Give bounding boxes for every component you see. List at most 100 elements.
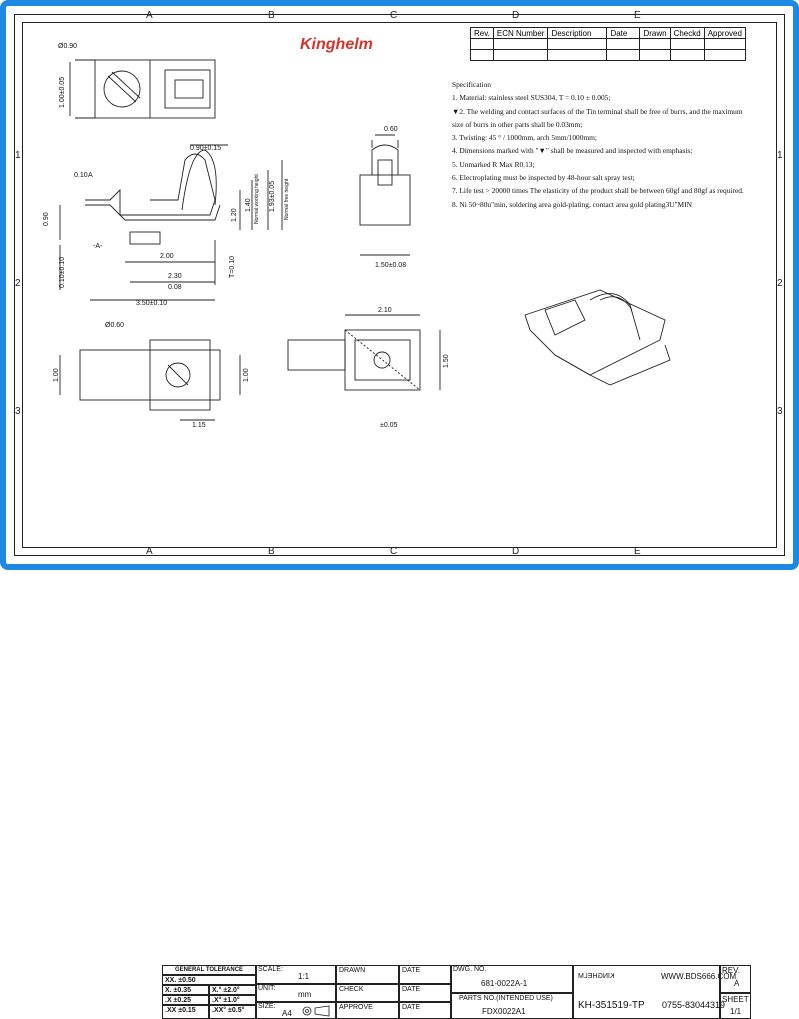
zone-col-c: C [390,10,398,21]
dim-d193: 1.93±0.05 [269,181,276,212]
dim-d120: 1.20 [231,208,238,222]
date-cell-1: DATE [399,965,451,984]
drawing-sheet [14,14,785,556]
zone-row-2: 2 [15,278,21,289]
zone-col-d-bottom: D [512,546,520,557]
dim-d100-left: 1.00 [53,368,60,382]
dim-d090-015: 0.90±0.15 [190,145,221,152]
section-view [287,314,441,391]
rev-value: A [734,979,740,988]
parts-no: FDX0022A1 [482,1007,526,1016]
check-cell: CHECK [336,984,399,1002]
zone-col-d: D [512,10,520,21]
spec-item-1: 1. Material: stainless steel SUS304, T =… [452,93,611,103]
zone-col-e-bottom: E [634,546,641,557]
dim-d140: 1.40 [245,198,252,212]
dim-d105: 1.00±0.05 [59,77,66,108]
dim-datum-label: -A- [93,243,103,250]
dim-d100-right: 1.00 [243,368,250,382]
zone-row-3-right: 3 [777,406,783,417]
dim-d090-left: 0.90 [43,212,50,226]
dim-d350: 3.50±0.10 [136,300,167,307]
end-view [359,134,411,256]
dim-t010: T=0.10 [229,256,236,278]
size-value: A4 [282,1009,292,1018]
isometric-view [524,289,671,386]
dim-d230: 2.30 [168,273,182,280]
revision-header-row: Rev. ECN Number Description Date Drawn C… [470,27,746,39]
phone-number: 0755-83044319 [662,1000,726,1010]
dim-d210: 2.10 [378,307,392,314]
side-view [59,144,283,301]
dim-flat-box: 0.10 [74,172,88,179]
part-number: KH-351519-TP [578,1000,645,1011]
dim-d150-008: 1.50±0.08 [375,262,406,269]
dim-d005: ±0.05 [380,422,398,429]
brand-mirror: KINGHELM [578,973,615,980]
dim-d115: 1.15 [192,422,206,429]
top-view [69,59,216,119]
tol-row-4b: .XX° ±0.5° [209,1005,256,1019]
zone-col-a: A [146,10,153,21]
scale-label: SCALE: [258,966,283,973]
zone-col-e: E [634,10,641,21]
tol-row-2a: X. ±0.35 [162,985,209,995]
sheet-value: 1/1 [730,1007,742,1016]
spec-item-7: 7. Life test > 20000 times The elasticit… [452,186,744,196]
spec-item-4: 4. Dimensions marked with "▼" shall be m… [452,146,693,156]
spec-item-8: 8. Ni 50~80u"min, soldering area gold-pl… [452,199,692,209]
spec-item-2b: size of burrs in other parts shall be 0.… [452,119,583,129]
revision-row [470,38,746,50]
general-tolerance-label: GENERAL TOLERANCE [162,965,256,975]
zone-col-c-bottom: C [390,546,398,557]
dwg-no: 681-0022A-1 [481,979,528,988]
zone-row-1: 1 [15,150,21,161]
tol-row-2b: X.° ±2.0° [209,985,256,995]
tol-row-3b: .X° ±1.0° [209,995,256,1005]
drawn-cell: DRAWN [336,965,399,984]
sheet-label: SHEET [722,995,749,1004]
zone-col-a-bottom: A [146,546,153,557]
approve-cell: APPROVE [336,1002,399,1019]
dim-d060-top: 0.60 [384,126,398,133]
date-cell-3: DATE [399,1002,451,1019]
parts-no-label: PARTS NO.(INTENDED USE) [459,995,553,1002]
date-cell-2: DATE [399,984,451,1002]
technical-drawing: Ø0.90 1.00±0.05 0.60 0.90±0.15 0.90 1.20… [43,43,671,429]
tol-row-4a: .XX ±0.15 [162,1005,209,1019]
kinghelm-logo: Kinghelm [300,36,373,53]
zone-col-b: B [268,10,275,21]
zone-row-1-right: 1 [777,150,783,161]
spec-title: Specification [452,80,491,89]
rev-label: REV. [722,966,740,975]
tol-row-3a: .X ±0.25 [162,995,209,1005]
dim-d200: 2.00 [160,253,174,260]
spec-item-6: 6. Electroplating must be inspected by 4… [452,173,635,183]
revision-table: Rev. ECN Number Description Date Drawn C… [470,27,746,61]
dwg-no-label: DWG. NO. [453,966,487,973]
drawing-border [22,22,777,548]
projection-symbol-icon [302,1005,330,1017]
dim-d060-bottom: Ø0.60 [105,322,124,329]
label-free-height: Normal free height [284,178,290,220]
dim-d010-left: 0.10±0.10 [59,257,66,288]
spec-item-5: 5. Unmarked R Max R0.13; [452,159,535,169]
zone-row-3: 3 [15,406,21,417]
frame [0,0,799,570]
dim-datum-a: A [88,172,93,179]
dim-flatness: 0.08 [168,284,182,291]
label-working-height: Normal working height [254,174,260,224]
tol-row-1: XX. ±0.50 [162,975,256,985]
spec-item-2: ▼2. The welding and contact surfaces of … [452,106,743,116]
specification-notes: Specification 1. Material: stainless ste… [452,78,762,211]
zone-row-2-right: 2 [777,278,783,289]
revision-row [470,49,746,61]
dim-d150-side: 1.50 [443,354,450,368]
spec-item-3: 3. Twisting: 45 ° / 1000mm, arch 5mm/100… [452,133,597,143]
unit-label: UNIT: [258,985,276,992]
size-label: SIZE: [258,1003,276,1010]
scale-value: 1:1 [298,972,310,981]
zone-col-b-bottom: B [268,546,275,557]
bottom-view [59,339,241,421]
unit-value: mm [298,990,312,999]
